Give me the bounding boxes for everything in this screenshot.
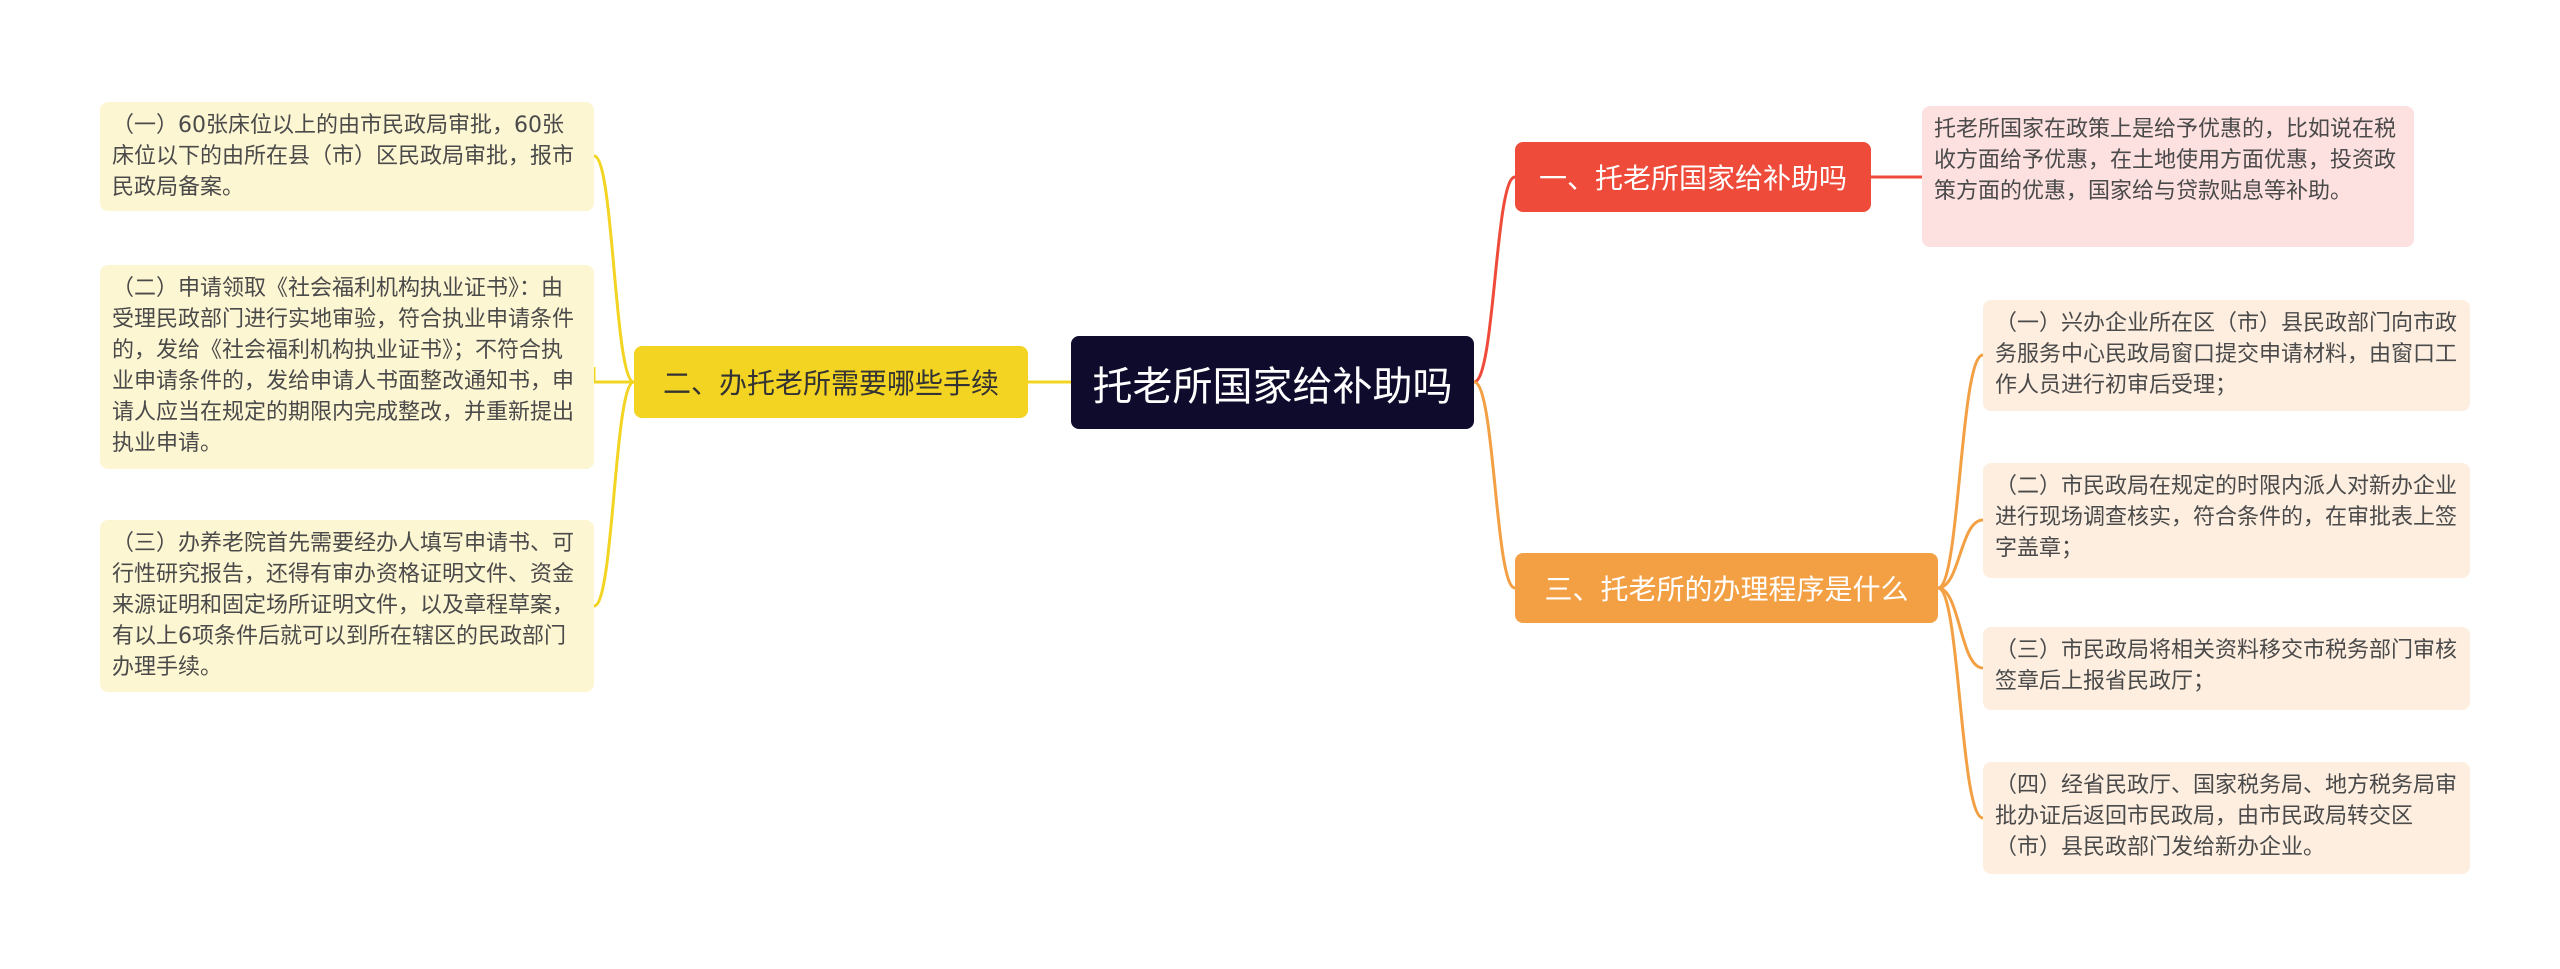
leaf-process-4[interactable]: （四）经省民政厅、国家税务局、地方税务局审批办证后返回市民政局，由市民政局转交区… bbox=[1983, 762, 2470, 874]
central-topic[interactable]: 托老所国家给补助吗 bbox=[1071, 336, 1474, 429]
leaf-procedure-2[interactable]: （二）申请领取《社会福利机构执业证书》：由受理民政部门进行实地审验，符合执业申请… bbox=[100, 265, 594, 469]
leaf-procedure-1[interactable]: （一）60张床位以上的由市民政局审批，60张床位以下的由所在县（市）区民政局审批… bbox=[100, 102, 594, 211]
leaf-procedure-3[interactable]: （三）办养老院首先需要经办人填写申请书、可行性研究报告，还得有审办资格证明文件、… bbox=[100, 520, 594, 692]
leaf-process-3[interactable]: （三）市民政局将相关资料移交市税务部门审核签章后上报省民政厅； bbox=[1983, 627, 2470, 710]
leaf-subsidy-detail[interactable]: 托老所国家在政策上是给予优惠的，比如说在税收方面给予优惠，在土地使用方面优惠，投… bbox=[1922, 106, 2414, 247]
leaf-process-2[interactable]: （二）市民政局在规定的时限内派人对新办企业进行现场调查核实，符合条件的，在审批表… bbox=[1983, 463, 2470, 578]
branch-subsidy[interactable]: 一、托老所国家给补助吗 bbox=[1515, 142, 1871, 212]
branch-procedures[interactable]: 二、办托老所需要哪些手续 bbox=[634, 346, 1028, 418]
branch-process[interactable]: 三、托老所的办理程序是什么 bbox=[1515, 553, 1938, 623]
leaf-process-1[interactable]: （一）兴办企业所在区（市）县民政部门向市政务服务中心民政局窗口提交申请材料，由窗… bbox=[1983, 300, 2470, 411]
